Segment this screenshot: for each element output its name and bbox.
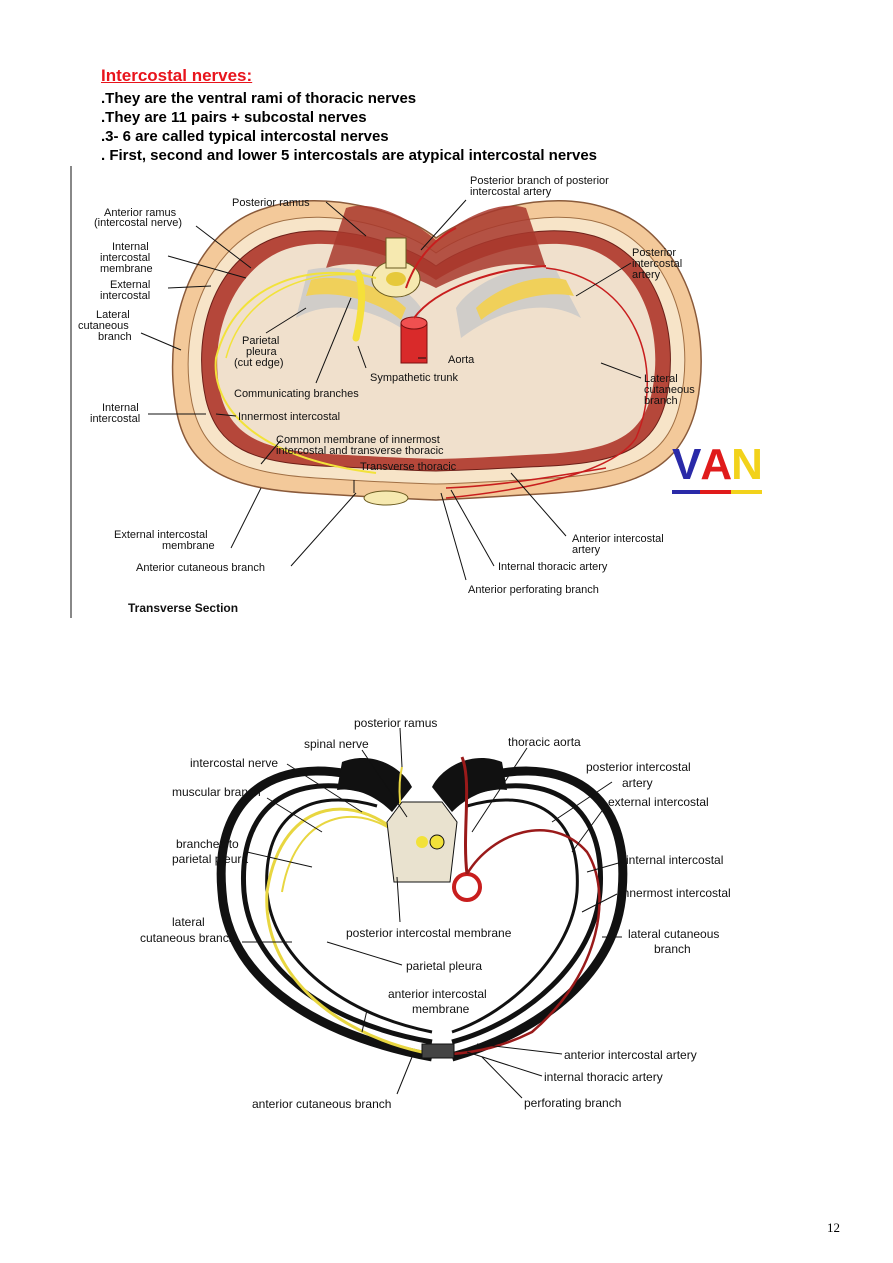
figure-margin-line (70, 166, 72, 618)
label-posterior-branch: Posterior branch of posterior (470, 175, 609, 187)
label-sympathetic-trunk: Sympathetic trunk (370, 372, 459, 384)
transverse-section-svg: Anterior ramus (intercostal nerve) Poste… (78, 175, 702, 615)
label-posterior-ramus: posterior ramus (354, 716, 437, 730)
label-lateral-cutaneous-right: branch (654, 942, 691, 956)
logo-letter: A (700, 440, 732, 494)
label-lateral-cutaneous: Lateral (96, 309, 130, 321)
label-communicating-branches: Communicating branches (234, 388, 359, 400)
label-posterior-intercostal-artery: artery (622, 776, 653, 790)
label-muscular-branch: muscular branch (172, 785, 261, 799)
label-lateral-cutaneous-right: Lateral (644, 373, 678, 385)
label-posterior-intercostal-artery: intercostal (632, 258, 682, 270)
label-anterior-cutaneous-branch: anterior cutaneous branch (252, 1097, 391, 1111)
label-lateral-cutaneous: cutaneous branch (140, 931, 235, 945)
bullet-item: .3- 6 are called typical intercostal ner… (101, 128, 389, 145)
figure-caption: Transverse Section (128, 601, 238, 615)
bullet-item: .They are 11 pairs + subcostal nerves (101, 109, 367, 126)
bullet-list: .They are the ventral rami of thoracic n… (101, 89, 597, 165)
label-internal-intercostal: internal intercostal (626, 853, 723, 867)
label-external-intercostal: External (110, 279, 150, 291)
label-internal-thoracic-artery: Internal thoracic artery (498, 561, 608, 573)
schematic-figure: posterior ramus spinal nerve thoracic ao… (132, 712, 752, 1122)
label-external-intercostal: external intercostal (608, 795, 709, 809)
label-anterior-ramus: Anterior ramus (104, 207, 177, 219)
label-posterior-intercostal-artery: artery (632, 269, 661, 281)
label-branches-to-pleura: branches to (176, 837, 239, 851)
label-branches-to-pleura: parietal pleura (172, 852, 248, 866)
label-external-intercostal-membrane: External intercostal (114, 529, 208, 541)
logo-letter: N (731, 440, 763, 494)
label-innermost-intercostal: innermost intercostal (620, 886, 731, 900)
label-anterior-intercostal-membrane: anterior intercostal (388, 987, 487, 1001)
transverse-section-figure: Anterior ramus (intercostal nerve) Poste… (76, 168, 796, 623)
label-posterior-intercostal-membrane: posterior intercostal membrane (346, 926, 512, 940)
label-internal-intercostal: Internal (102, 402, 139, 414)
label-perforating-branch: perforating branch (524, 1096, 621, 1110)
label-thoracic-aorta: thoracic aorta (508, 735, 581, 749)
section-heading: Intercostal nerves: (101, 66, 253, 85)
label-internal-intercostal: intercostal (90, 413, 140, 425)
label-internal-membrane: intercostal (100, 252, 150, 264)
label-transverse-thoracic: Transverse thoracic (360, 461, 457, 473)
label-parietal-pleura: (cut edge) (234, 357, 284, 369)
label-aorta: Aorta (448, 354, 475, 366)
label-lateral-cutaneous: lateral (172, 915, 205, 929)
label-posterior-branch: intercostal artery (470, 186, 552, 198)
label-anterior-intercostal-artery: artery (572, 544, 601, 556)
label-internal-membrane: Internal (112, 241, 149, 253)
label-posterior-intercostal-artery: posterior intercostal (586, 760, 691, 774)
label-external-intercostal: intercostal (100, 290, 150, 302)
label-parietal-pleura: parietal pleura (406, 959, 482, 973)
label-internal-thoracic-artery: internal thoracic artery (544, 1070, 663, 1084)
logo-letter: V (672, 440, 701, 494)
label-lateral-cutaneous-right: lateral cutaneous (628, 927, 719, 941)
label-internal-membrane: membrane (100, 263, 153, 275)
label-posterior-intercostal-artery: Posterior (632, 247, 676, 259)
label-lateral-cutaneous: branch (98, 331, 132, 343)
schematic-svg: posterior ramus spinal nerve thoracic ao… (140, 716, 731, 1111)
label-intercostal-nerve: intercostal nerve (190, 756, 278, 770)
van-logo: VAN (672, 440, 763, 494)
label-lateral-cutaneous: cutaneous (78, 320, 129, 332)
label-lateral-cutaneous-right: branch (644, 395, 678, 407)
label-anterior-cutaneous-branch: Anterior cutaneous branch (136, 562, 265, 574)
label-anterior-ramus: (intercostal nerve) (94, 217, 182, 229)
label-common-membrane: intercostal and transverse thoracic (276, 445, 444, 457)
label-anterior-intercostal-artery: anterior intercostal artery (564, 1048, 697, 1062)
label-anterior-perforating-branch: Anterior perforating branch (468, 584, 599, 596)
label-spinal-nerve: spinal nerve (304, 737, 369, 751)
label-external-intercostal-membrane: membrane (162, 540, 215, 552)
bullet-item: . First, second and lower 5 intercostals… (101, 147, 598, 164)
page-number: 12 (827, 1220, 840, 1235)
label-common-membrane: Common membrane of innermost (276, 434, 440, 446)
bullet-item: .They are the ventral rami of thoracic n… (101, 90, 417, 107)
label-anterior-intercostal-membrane: membrane (412, 1002, 470, 1016)
label-parietal-pleura: Parietal (242, 335, 279, 347)
label-lateral-cutaneous-right: cutaneous (644, 384, 695, 396)
label-posterior-ramus: Posterior ramus (232, 197, 310, 209)
label-parietal-pleura: pleura (246, 346, 277, 358)
label-innermost-intercostal: Innermost intercostal (238, 411, 340, 423)
label-anterior-intercostal-artery: Anterior intercostal (572, 533, 664, 545)
